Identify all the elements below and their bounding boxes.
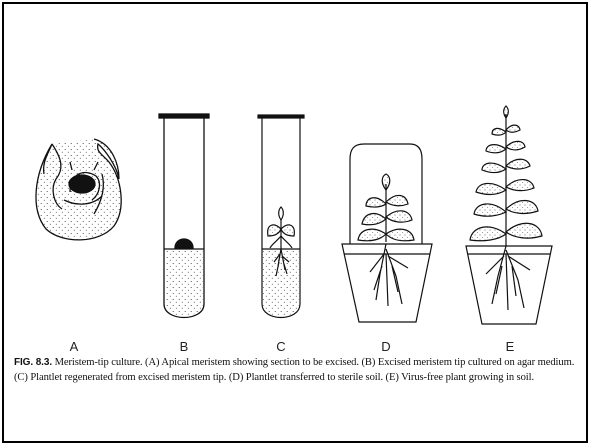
- figure-caption: FIG. 8.3. Meristem-tip culture. (A) Apic…: [14, 356, 580, 385]
- apical-meristem-drawing: [36, 139, 121, 240]
- test-tube-c-drawing: [258, 115, 304, 318]
- panel-label-a: A: [59, 339, 89, 354]
- figure-frame: A B C D E FIG. 8.3. Meristem-tip culture…: [2, 2, 588, 443]
- caption-text: Meristem-tip culture. (A) Apical meriste…: [14, 357, 574, 383]
- pot-e-drawing: [466, 106, 552, 324]
- panel-label-b: B: [169, 339, 199, 354]
- panel-label-c: C: [266, 339, 296, 354]
- test-tube-b-drawing: [159, 114, 209, 318]
- panel-label-e: E: [495, 339, 525, 354]
- panel-label-d: D: [371, 339, 401, 354]
- figure-number: FIG. 8.3.: [14, 357, 52, 368]
- pot-d-drawing: [342, 144, 432, 322]
